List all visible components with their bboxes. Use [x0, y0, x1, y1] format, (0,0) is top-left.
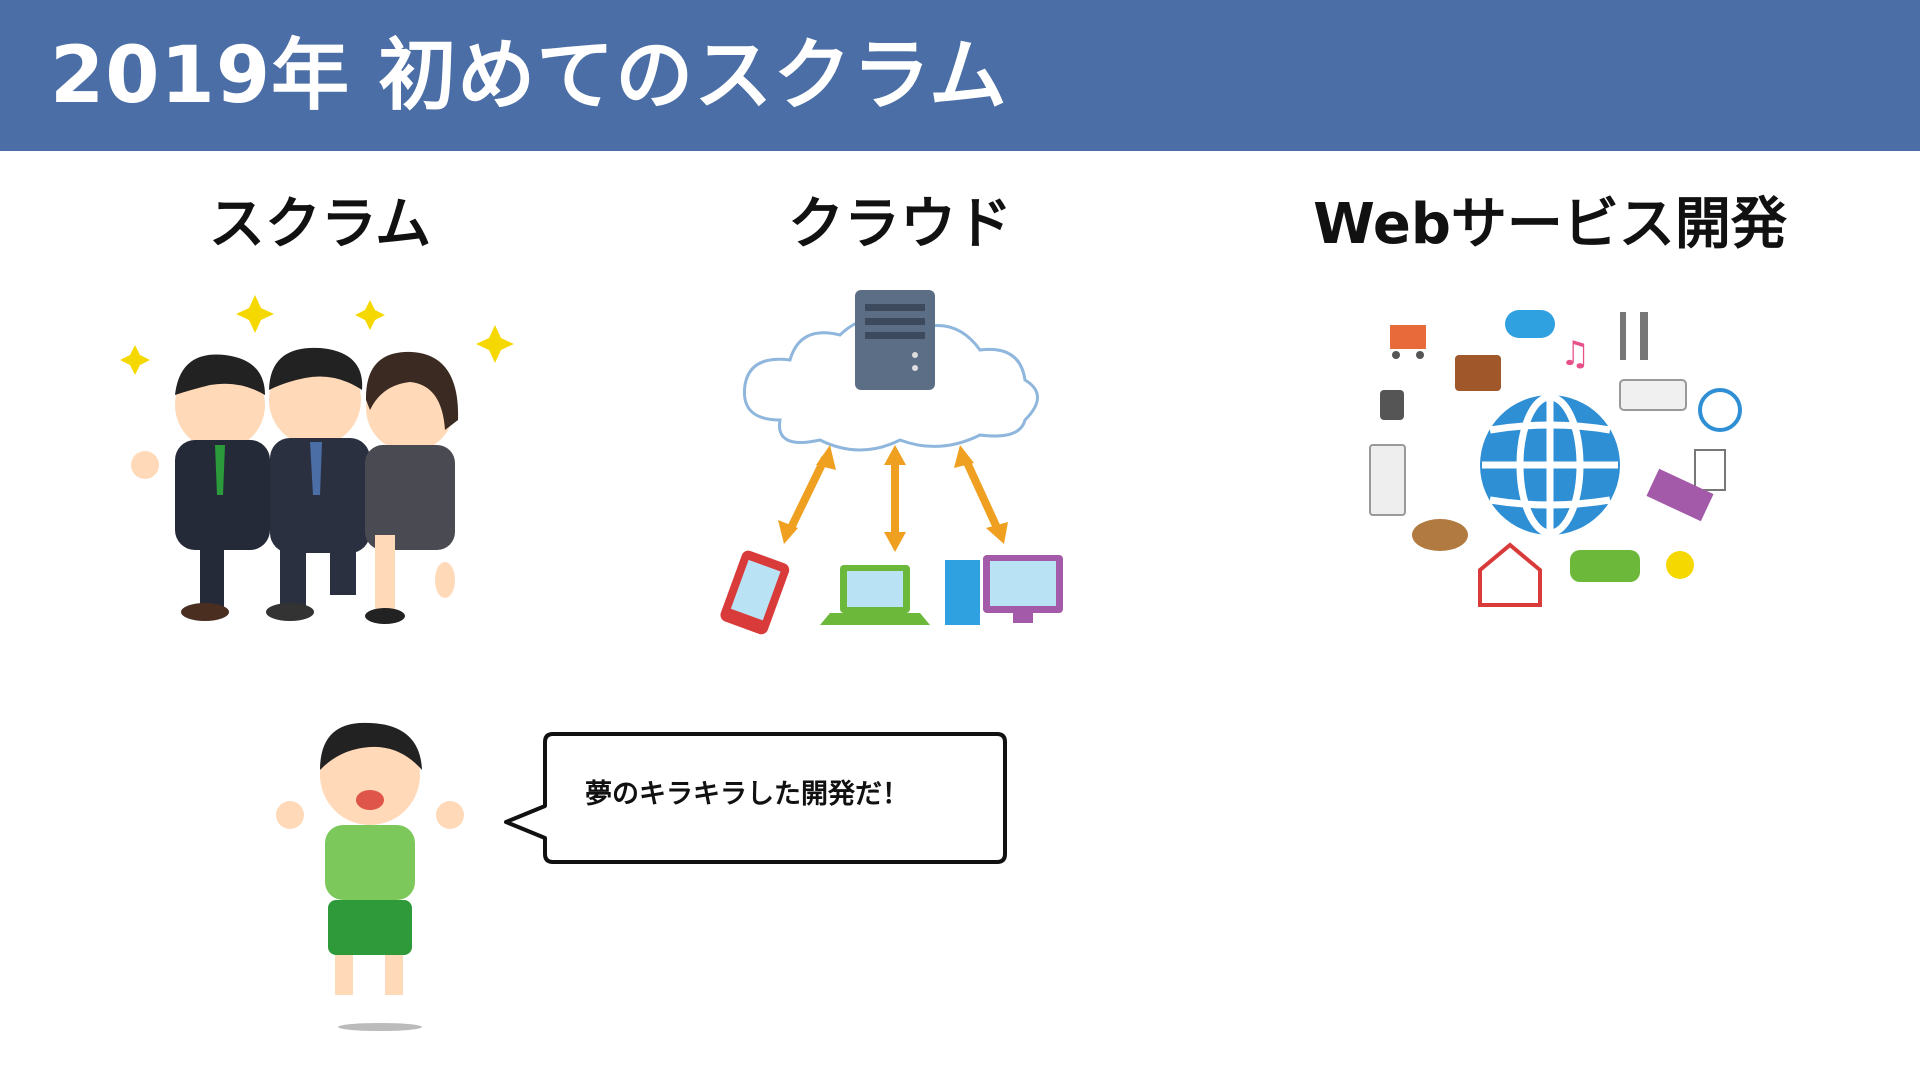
light-bulb-icon — [1666, 551, 1694, 579]
sparkle-icon — [120, 295, 514, 375]
web-services-illustration: ♫ — [1350, 300, 1770, 630]
air-conditioner-icon — [1619, 379, 1687, 411]
column-title-scrum: スクラム — [208, 192, 432, 257]
fork-knife-icon — [1620, 312, 1648, 360]
music-note-icon: ♫ — [1560, 334, 1590, 374]
column-title-cloud: クラウド — [788, 192, 1012, 257]
speech-bubble-text: 夢のキラキラした開発だ！ — [585, 779, 909, 810]
refrigerator-icon — [1369, 444, 1406, 516]
plug-icon — [1380, 390, 1404, 420]
laptop-icon — [820, 565, 930, 625]
keyboard-icon — [1646, 468, 1714, 522]
document-icon — [1694, 449, 1726, 491]
slide-header: 2019年 初めてのスクラム — [0, 0, 1920, 151]
happy-boy-illustration — [270, 715, 490, 1035]
clock-icon — [1698, 388, 1742, 432]
column-title-web-service: Webサービス開発 — [1313, 192, 1787, 257]
desktop-icon — [945, 555, 1063, 625]
shopping-cart-icon — [1390, 325, 1426, 359]
slide-title: 2019年 初めてのスクラム — [50, 31, 1008, 121]
suitcase-icon — [1455, 355, 1501, 391]
house-icon — [1478, 542, 1542, 607]
dog-icon — [1412, 519, 1468, 551]
speech-bubble: 夢のキラキラした開発だ！ — [504, 730, 1007, 864]
game-controller-icon — [1505, 310, 1555, 338]
cloud-illustration — [720, 290, 1080, 640]
sync-arrows-icon — [786, 456, 1002, 540]
car-icon — [1570, 550, 1640, 582]
smartphone-icon — [720, 550, 790, 635]
scrum-team-illustration — [120, 290, 520, 630]
